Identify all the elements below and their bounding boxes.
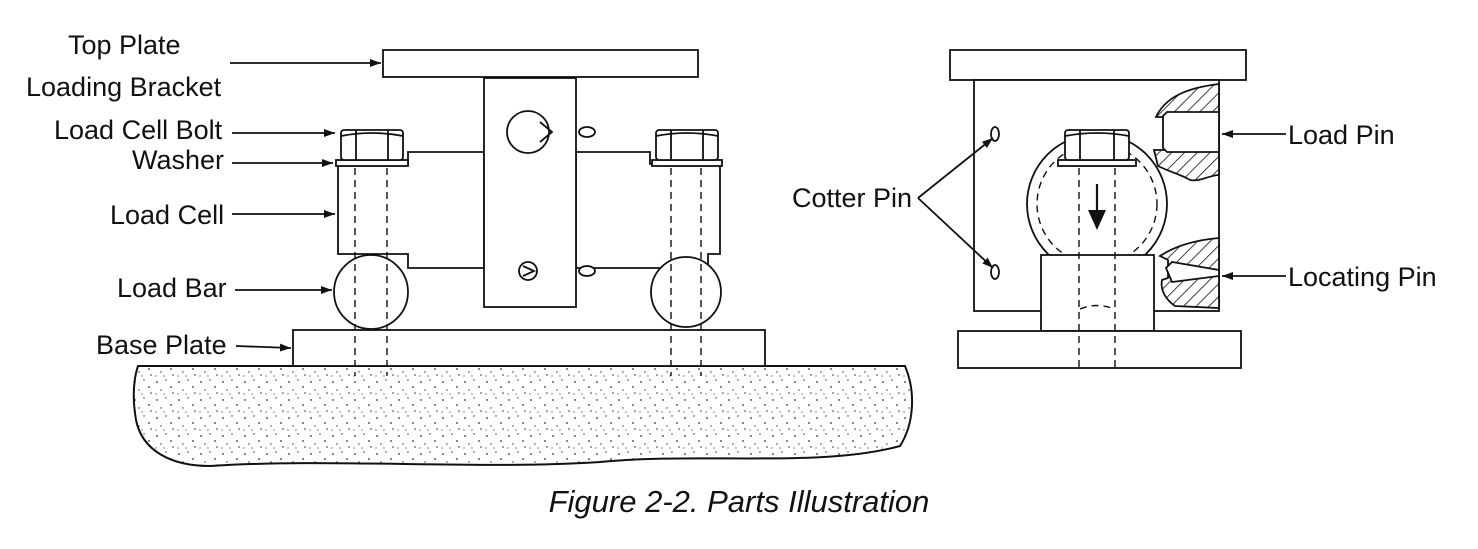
leader-base-plate [235,343,292,352]
load-bar-left [333,254,409,330]
load-cell-bolt-front [1064,129,1130,161]
cotter-pin-icon [578,265,596,277]
top-plate [382,49,699,78]
load-cell-right [575,151,721,269]
side-view-assembly: Top Plate Loading Bracket Load Cell Bolt… [26,30,914,468]
leader-cotter-pin-upper [917,137,994,199]
load-bar-right [650,256,722,328]
base-plate-front [957,330,1242,369]
figure-caption: Figure 2-2. Parts Illustration [549,484,930,519]
load-pin-hole [506,110,550,154]
cotter-pin-icon [578,126,596,138]
label-locating-pin: Locating Pin [1288,262,1437,292]
label-washer: Washer [132,145,224,175]
label-base-plate: Base Plate [96,330,227,360]
label-load-bar: Load Bar [117,273,227,303]
bolt-hidden-lines [354,168,702,376]
base-plate [292,329,766,367]
concrete-foundation [132,365,914,468]
top-plate-front [949,49,1247,81]
label-load-pin: Load Pin [1288,120,1395,150]
locating-pin-icon [1164,261,1220,283]
label-cotter-pin: Cotter Pin [792,183,912,213]
label-loading-bracket: Loading Bracket [26,72,222,102]
load-cell-left [337,151,485,269]
load-direction-arrow-icon [1088,184,1106,230]
label-load-cell-bolt: Load Cell Bolt [54,115,223,145]
front-view-assembly: Cotter Pin Load Pin Locating Pin [792,49,1437,369]
cotter-pin-icon [990,264,1000,280]
leader-cotter-pin-lower [917,197,994,269]
label-load-cell: Load Cell [110,200,224,230]
load-cell-front [1040,254,1155,332]
cotter-pin-icon [990,126,1000,142]
load-cell-bolt-right [655,129,719,161]
label-top-plate: Top Plate [68,30,181,60]
load-pin-icon [1162,111,1220,153]
load-cell-bolt-left [340,129,404,161]
